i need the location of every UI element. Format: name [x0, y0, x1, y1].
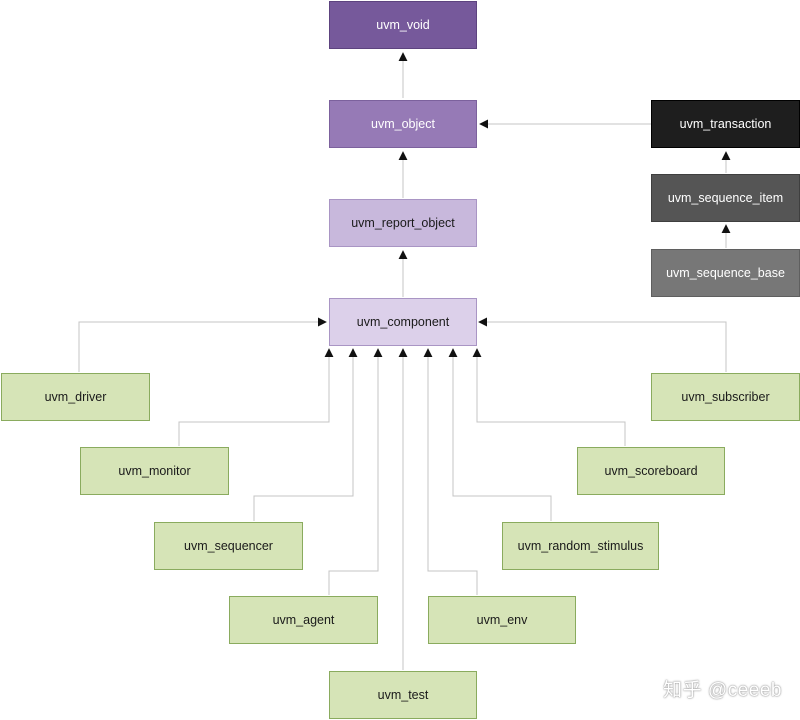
node-uvm-sequencer: uvm_sequencer	[154, 522, 303, 570]
edge-monitor-to-component	[178, 348, 334, 446]
edge-subscriber-to-component	[478, 317, 727, 372]
node-uvm-subscriber: uvm_subscriber	[651, 373, 800, 421]
node-uvm-test: uvm_test	[329, 671, 477, 719]
edge-agent-to-component	[328, 348, 383, 595]
node-uvm-sequence-item: uvm_sequence_item	[651, 174, 800, 222]
node-uvm-agent: uvm_agent	[229, 596, 378, 644]
node-uvm-monitor: uvm_monitor	[80, 447, 229, 495]
node-uvm-env: uvm_env	[428, 596, 576, 644]
edge-scoreboard-to-component	[472, 348, 626, 446]
node-uvm-report-object: uvm_report_object	[329, 199, 477, 247]
node-uvm-driver: uvm_driver	[1, 373, 150, 421]
edge-random-stimulus-to-component	[448, 348, 552, 521]
node-uvm-transaction: uvm_transaction	[651, 100, 800, 148]
edge-sequencer-to-component	[253, 348, 358, 521]
node-uvm-void: uvm_void	[329, 1, 477, 49]
node-uvm-component: uvm_component	[329, 298, 477, 346]
edge-env-to-component	[423, 348, 478, 595]
watermark-text: 知乎 @ceeeb	[663, 680, 782, 701]
node-uvm-scoreboard: uvm_scoreboard	[577, 447, 725, 495]
node-uvm-sequence-base: uvm_sequence_base	[651, 249, 800, 297]
edge-driver-to-component	[78, 317, 327, 372]
node-uvm-random-stimulus: uvm_random_stimulus	[502, 522, 659, 570]
node-uvm-object: uvm_object	[329, 100, 477, 148]
